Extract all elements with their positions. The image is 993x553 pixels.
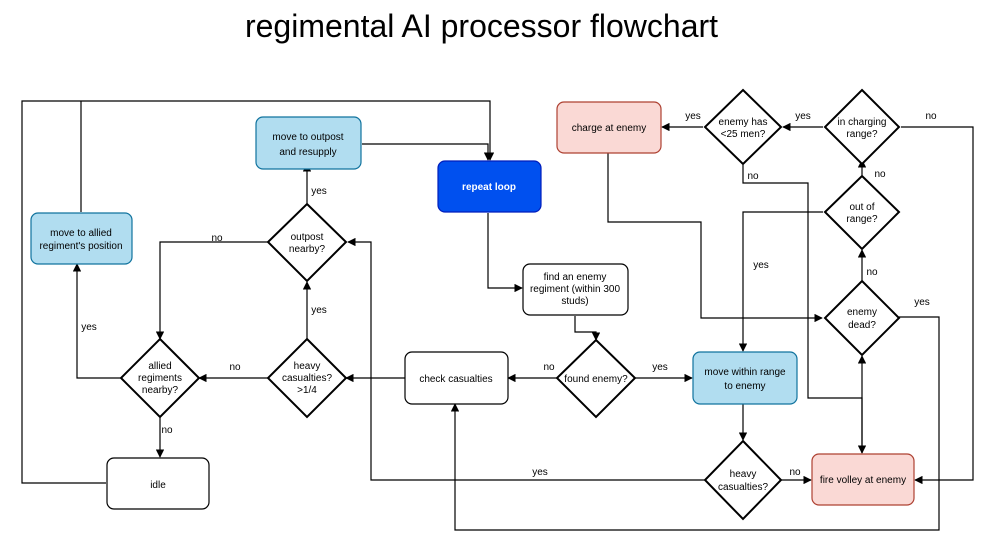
node-label-line-1: in charging	[838, 117, 887, 128]
edge-label-allied-no: no	[161, 425, 173, 436]
node-move-to-allied: move to allied regiment's position	[30, 212, 133, 265]
edge-label-found-yes: yes	[652, 362, 668, 373]
edge-labels: no yes no yes no yes yes no yes no yes n…	[81, 111, 937, 478]
decision-heavy-casualties-2: heavy casualties?	[703, 439, 783, 521]
diagram-title: regimental AI processor flowchart	[244, 8, 719, 44]
edge-find-to-found	[574, 316, 601, 341]
node-idle: idle	[106, 457, 210, 510]
node-label-line-2: and resupply	[279, 147, 336, 158]
node-label-line-1: allied	[148, 361, 171, 372]
edge-label-hc1-no: no	[229, 362, 241, 373]
node-label: idle	[150, 480, 166, 491]
edge-label-hc1-yes: yes	[311, 305, 327, 316]
edge-label-e25-yes: yes	[685, 111, 701, 122]
node-label: check casualties	[419, 374, 492, 385]
node-label-line-2: range?	[846, 214, 878, 225]
node-label-line-3: studs)	[561, 296, 588, 307]
node-label: found enemy?	[564, 374, 628, 385]
edge-label-oor-yes: yes	[753, 260, 769, 271]
node-label-line-2: regiment (within 300	[530, 284, 620, 295]
node-label-line-2: regiment's position	[39, 241, 122, 252]
edge-label-outpost-yes: yes	[311, 186, 327, 197]
edge-label-allied-yes: yes	[81, 322, 97, 333]
decision-found-enemy: found enemy?	[555, 338, 637, 419]
node-label-line-3: nearby?	[142, 385, 179, 396]
node-charge-at-enemy: charge at enemy	[556, 101, 662, 154]
decision-outpost-nearby: outpost nearby?	[266, 202, 348, 283]
edge-outpost-no	[155, 241, 268, 340]
node-find-enemy: find an enemy regiment (within 300 studs…	[522, 263, 629, 316]
edge-oor-yes	[738, 211, 823, 352]
edge-label-hc2-yes: yes	[532, 467, 548, 478]
decision-enemy-under-25: enemy has <25 men?	[703, 88, 783, 166]
node-label-line-1: find an enemy	[544, 272, 607, 283]
node-label-line-2: dead?	[848, 320, 876, 331]
node-label-line-2: nearby?	[289, 244, 326, 255]
node-label-line-1: enemy	[847, 307, 877, 318]
node-label-line-2: range?	[846, 129, 878, 140]
edge-label-icr-no: no	[925, 111, 937, 122]
node-label-line-1: heavy	[730, 469, 757, 480]
edge-hc2-yes	[347, 237, 705, 481]
edge-label-icr-yes: yes	[795, 111, 811, 122]
decision-heavy-casualties-1: heavy casualties? >1/4	[266, 337, 348, 419]
node-label-line-2: casualties?	[718, 482, 768, 493]
edge-label-dead-no: no	[866, 267, 878, 278]
edge-label-dead-yes: yes	[914, 297, 930, 308]
node-move-within-range: move within range to enemy	[692, 351, 798, 405]
node-fire-volley: fire volley at enemy	[811, 453, 915, 506]
edge-outpost-move-to-repeat	[362, 143, 493, 161]
decision-out-of-range: out of range?	[823, 174, 901, 251]
node-label-line-3: >1/4	[297, 385, 317, 396]
node-label: fire volley at enemy	[820, 475, 906, 486]
decision-in-charging-range: in charging range?	[823, 88, 901, 166]
node-label-line-1: move to allied	[50, 228, 112, 239]
node-label-line-1: outpost	[291, 232, 324, 243]
node-label-line-2: to enemy	[724, 381, 765, 392]
node-label: charge at enemy	[572, 123, 647, 134]
node-label-line-1: enemy has	[719, 117, 768, 128]
node-label-line-1: move within range	[704, 367, 786, 378]
node-label-line-2: casualties?	[282, 373, 332, 384]
node-label-line-2: regiments	[138, 373, 182, 384]
edge-label-hc2-no: no	[789, 467, 801, 478]
edge-repeat-to-find	[487, 213, 523, 293]
edge-charge-to-dead	[607, 153, 823, 323]
edge-dead-yes	[450, 316, 940, 531]
edge-idle-to-repeat	[21, 100, 495, 484]
edge-e25-no	[742, 165, 867, 454]
edge-label-found-no: no	[543, 362, 555, 373]
node-label: repeat loop	[462, 182, 516, 193]
node-label-line-1: heavy	[294, 361, 321, 372]
node-label-line-2: <25 men?	[721, 129, 766, 140]
decision-enemy-dead: enemy dead?	[823, 279, 901, 357]
connectors	[21, 100, 974, 531]
decision-allied-nearby: allied regiments nearby?	[119, 337, 201, 419]
edge-icr-no	[901, 126, 974, 485]
node-check-casualties: check casualties	[404, 351, 509, 405]
node-move-to-outpost: move to outpost and resupply	[255, 116, 362, 170]
node-repeat-loop: repeat loop	[437, 160, 542, 213]
edge-allied-yes	[72, 263, 121, 379]
node-label-line-1: out of	[849, 202, 874, 213]
node-label-line-1: move to outpost	[272, 132, 343, 143]
edge-label-oor-no: no	[874, 169, 886, 180]
edge-label-outpost-no: no	[211, 233, 223, 244]
edge-label-e25-no: no	[747, 171, 759, 182]
